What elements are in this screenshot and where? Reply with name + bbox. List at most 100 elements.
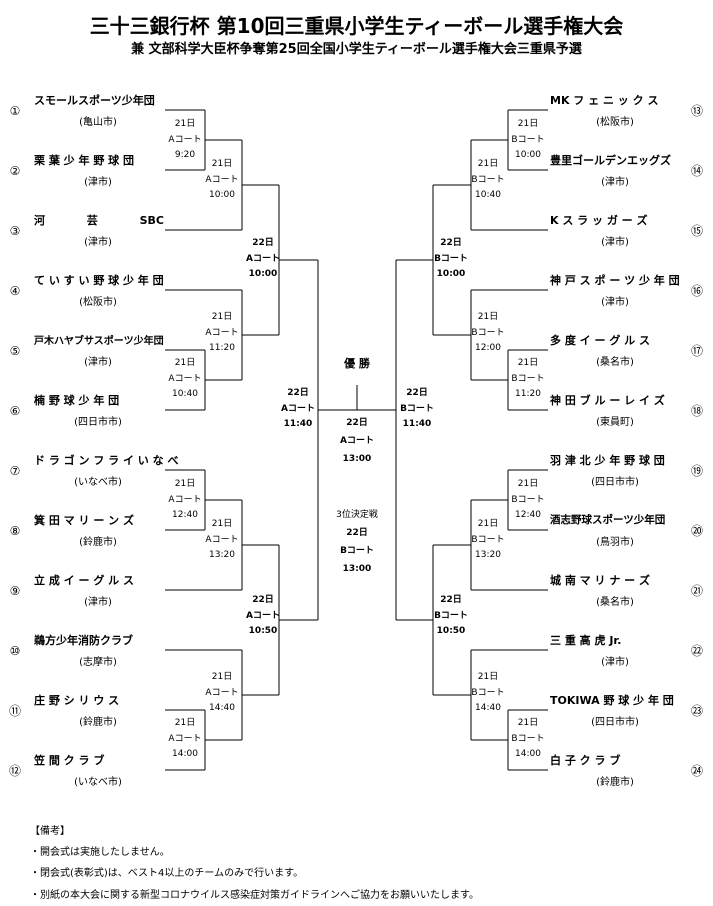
seed-number: ③ xyxy=(9,224,21,238)
team-name: 笠 間 ク ラ ブ xyxy=(34,754,105,767)
team-city: (四日市市) xyxy=(74,417,122,428)
team-name: 城 南 マ リ ナ ー ズ xyxy=(550,574,650,587)
team-city: (鈴鹿市) xyxy=(596,777,634,788)
match-time: 14:40 xyxy=(209,703,235,713)
seed-number: ⑰ xyxy=(690,344,703,358)
final-label: 優 勝 xyxy=(344,357,370,370)
note-item: ・別紙の本大会に関する新型コロナウイルス感染症対策ガイドラインへご協力をお願いい… xyxy=(30,890,479,901)
team-city: (鈴鹿市) xyxy=(79,537,117,548)
team-city: (津市) xyxy=(84,237,112,248)
match-court: Aコート xyxy=(168,134,202,145)
third-place-info: 3位決定戦 22日 Bコート 13:00 xyxy=(327,506,387,578)
match-time: 10:40 xyxy=(172,389,198,399)
seed-number: ① xyxy=(9,104,21,118)
match-info: 21日 Aコート 12:40 xyxy=(167,477,203,524)
match-info: 21日 Aコート 13:20 xyxy=(204,517,240,564)
seed-number: ⑪ xyxy=(8,704,21,718)
team-city: (松阪市) xyxy=(596,117,634,128)
match-time: 10:00 xyxy=(515,150,541,160)
match-court: Bコート xyxy=(511,733,545,744)
match-day: 22日 xyxy=(406,388,428,398)
note-item: ・閉会式(表彰式)は、ベスト4以上のチームのみで行います。 xyxy=(30,868,304,879)
team-city: (志摩市) xyxy=(79,657,117,668)
match-court: Bコート xyxy=(471,174,505,185)
match-info: 22日 Aコート 11:40 xyxy=(278,386,318,433)
seed-number: ② xyxy=(9,164,21,178)
match-time: 11:20 xyxy=(209,343,235,353)
team-name: 戸木ハヤブサスポーツ少年団 xyxy=(34,336,164,347)
notes-title: 【備考】 xyxy=(30,826,70,837)
team-name: 神 田 ブ ル ー レ イ ズ xyxy=(550,394,665,407)
team-city: (津市) xyxy=(601,237,629,248)
team-name: 楠 野 球 少 年 団 xyxy=(34,394,120,407)
match-info: 21日 Bコート 14:00 xyxy=(510,716,546,763)
seed-number: ⑦ xyxy=(9,464,21,478)
match-court: Aコート xyxy=(205,687,239,698)
match-court: Bコート xyxy=(471,687,505,698)
final-info: 22日 Aコート 13:00 xyxy=(327,414,387,468)
team-city: (津市) xyxy=(601,297,629,308)
match-info: 22日 Aコート 10:00 xyxy=(243,236,283,283)
team-name: 箕 田 マ リ ー ン ズ xyxy=(34,514,134,527)
match-day: 21日 xyxy=(211,519,233,529)
match-court: Aコート xyxy=(246,253,280,264)
match-day: 21日 xyxy=(174,358,196,368)
team-name: 鵜方少年消防クラブ xyxy=(34,634,133,647)
match-court: Bコート xyxy=(511,373,545,384)
team-name: 立 成 イ ー グ ル ス xyxy=(34,574,134,587)
match-court: Aコート xyxy=(340,436,374,446)
third-place-label: 3位決定戦 xyxy=(336,510,378,520)
seed-number: ⑱ xyxy=(690,404,703,418)
match-court: Bコート xyxy=(400,403,434,414)
seed-number: ⑩ xyxy=(9,644,21,658)
match-time: 10:00 xyxy=(248,269,278,279)
match-info: 22日 Bコート 10:50 xyxy=(431,593,471,640)
note-item: ・開会式は実施したしません。 xyxy=(30,847,170,858)
match-court: Bコート xyxy=(471,534,505,545)
match-time: 13:20 xyxy=(209,550,235,560)
seed-number: ⑭ xyxy=(690,164,703,178)
match-info: 21日 Bコート 10:00 xyxy=(510,117,546,164)
match-time: 12:40 xyxy=(515,510,541,520)
match-day: 21日 xyxy=(174,479,196,489)
team-city: (桑名市) xyxy=(596,597,634,608)
team-name: 羽 津 北 少 年 野 球 団 xyxy=(550,454,665,467)
team-name: 白 子 ク ラ ブ xyxy=(550,754,621,767)
team-name: 多 度 イ ー グ ル ス xyxy=(550,334,650,347)
match-day: 21日 xyxy=(174,718,196,728)
team-city: (津市) xyxy=(84,177,112,188)
match-info: 21日 Aコート 10:40 xyxy=(167,356,203,403)
match-day: 22日 xyxy=(346,528,368,538)
team-city: (津市) xyxy=(84,597,112,608)
match-info: 21日 Aコート 14:40 xyxy=(204,670,240,717)
seed-number: ⑧ xyxy=(9,524,21,538)
seed-number: ⑮ xyxy=(690,224,703,238)
team-name: 豊里ゴールデンエッグズ xyxy=(550,154,671,167)
seed-number: ⑤ xyxy=(9,344,21,358)
team-name: て い す い 野 球 少 年 団 xyxy=(34,274,164,287)
match-day: 21日 xyxy=(477,672,499,682)
team-city: (東員町) xyxy=(596,417,634,428)
match-time: 11:40 xyxy=(283,419,313,429)
match-time: 10:00 xyxy=(436,269,466,279)
match-info: 21日 Bコート 10:40 xyxy=(470,157,506,204)
match-court: Aコート xyxy=(168,373,202,384)
match-day: 21日 xyxy=(174,119,196,129)
team-name: 神 戸 ス ポ ー ツ 少 年 団 xyxy=(550,274,680,287)
match-time: 10:50 xyxy=(436,626,466,636)
match-time: 14:00 xyxy=(515,749,541,759)
seed-number: ⑫ xyxy=(8,764,21,778)
match-court: Aコート xyxy=(168,733,202,744)
match-info: 21日 Bコート 14:40 xyxy=(470,670,506,717)
match-info: 22日 Bコート 10:00 xyxy=(431,236,471,283)
seed-number: ⑯ xyxy=(690,284,703,298)
match-time: 13:00 xyxy=(342,564,372,574)
match-info: 21日 Bコート 12:00 xyxy=(470,310,506,357)
match-time: 14:00 xyxy=(172,749,198,759)
team-city: (いなべ市) xyxy=(74,477,122,488)
team-name: 河 芸 SBC xyxy=(34,214,164,227)
match-info: 21日 Aコート 11:20 xyxy=(204,310,240,357)
match-court: Aコート xyxy=(205,174,239,185)
match-day: 22日 xyxy=(287,388,309,398)
